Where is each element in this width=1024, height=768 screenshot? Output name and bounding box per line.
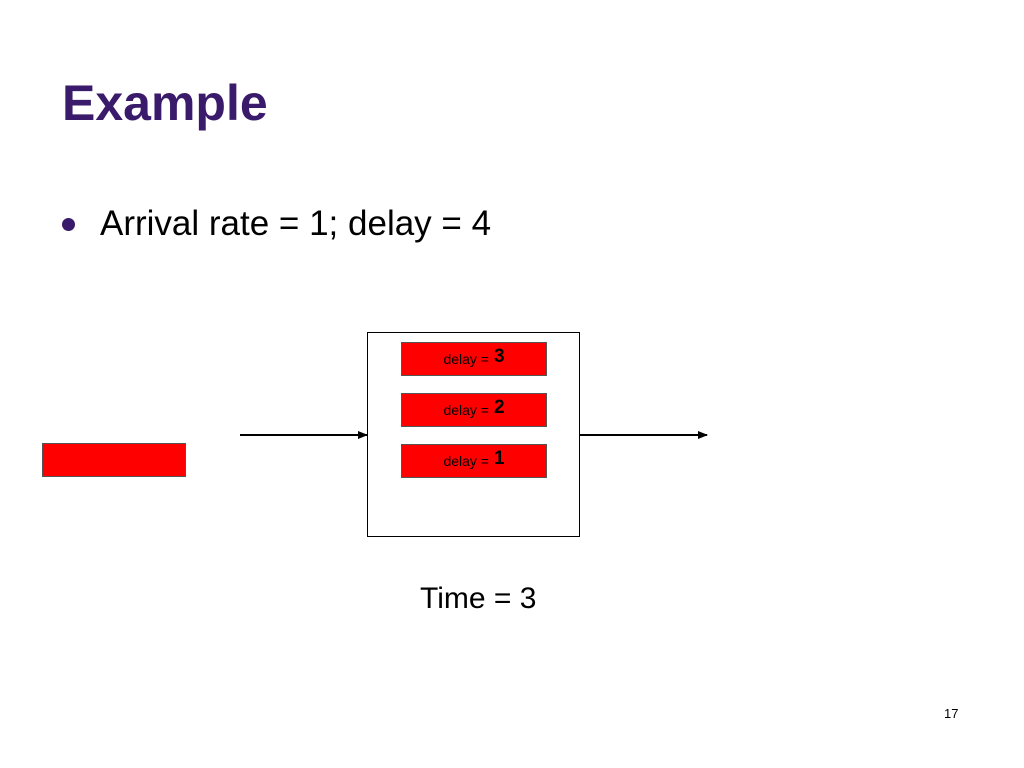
queue-packet: delay = 2 xyxy=(401,393,547,427)
bullet-dot-icon xyxy=(62,217,75,231)
packet-delay-value: 3 xyxy=(493,346,505,367)
slide-title: Example xyxy=(62,75,268,131)
packet-delay-label: delay = xyxy=(443,453,489,469)
page-number: 17 xyxy=(944,706,959,721)
queue-packet: delay = 3 xyxy=(401,342,547,376)
packet-delay-label: delay = xyxy=(443,402,489,418)
time-label: Time = 3 xyxy=(420,582,537,615)
queue-packet: delay = 1 xyxy=(401,444,547,478)
bullet-item: Arrival rate = 1; delay = 4 xyxy=(62,204,491,244)
queue-box: delay = 3 delay = 2 delay = 1 xyxy=(367,332,580,537)
packet-delay-label: delay = xyxy=(443,351,489,367)
incoming-packet xyxy=(42,443,186,477)
bullet-text: Arrival rate = 1; delay = 4 xyxy=(100,204,492,243)
packet-delay-value: 1 xyxy=(493,448,505,469)
packet-delay-value: 2 xyxy=(493,397,505,418)
